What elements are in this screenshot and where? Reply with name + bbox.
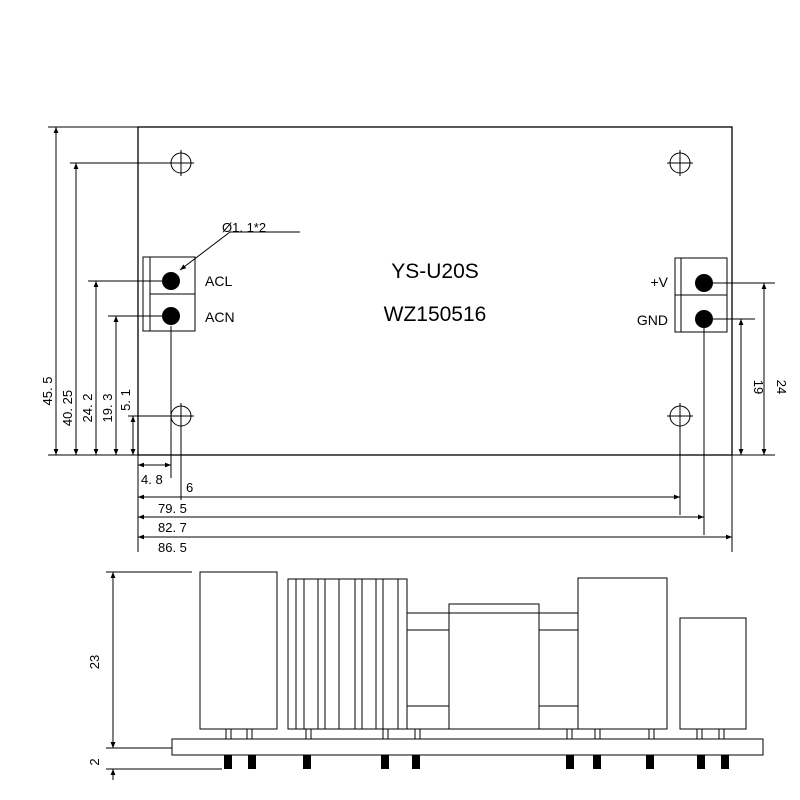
input-terminal-block xyxy=(142,256,196,332)
dim-right-pin-x: 82. 7 xyxy=(158,520,187,535)
pin-spec-label: Ø1. 1*2 xyxy=(222,220,266,235)
pcb-board xyxy=(171,738,764,756)
acn-label: ACN xyxy=(205,309,235,325)
dim-hole-offset: 5. 1 xyxy=(118,389,133,411)
acn-pin xyxy=(162,307,180,325)
acl-pin xyxy=(162,272,180,290)
dim-left-hole-x: 6 xyxy=(186,480,193,495)
component-small-block xyxy=(679,617,747,730)
dim-left-pin-x: 4. 8 xyxy=(141,472,163,487)
top-view: ACL ACN +V GND Ø1. 1*2 YS-U20S WZ150516 xyxy=(137,126,733,456)
mounting-hole-top-right xyxy=(667,150,693,176)
mounting-hole-bottom-right xyxy=(667,403,693,429)
gnd-pin xyxy=(695,310,713,328)
bottom-pins xyxy=(224,755,729,769)
component-right-block xyxy=(577,577,668,730)
dim-right-hole-x: 79. 5 xyxy=(158,501,187,516)
dim-total-height: 45. 5 xyxy=(40,377,55,406)
bottom-dimensions: 4. 8 6 79. 5 82. 7 86. 5 xyxy=(137,326,733,555)
board-outline xyxy=(137,126,733,456)
dim-acl-height: 24. 2 xyxy=(80,394,95,423)
dim-component-height: 23 xyxy=(87,655,102,669)
left-dimensions: 45. 5 40. 25 24. 2 19. 3 5. 1 xyxy=(40,126,168,456)
dim-total-width: 86. 5 xyxy=(158,540,187,555)
gnd-label: GND xyxy=(637,312,668,328)
plus-v-pin xyxy=(695,274,713,292)
heatsink xyxy=(287,578,408,730)
component-left-block xyxy=(199,571,278,730)
plus-v-label: +V xyxy=(650,274,668,290)
output-terminal-block xyxy=(674,257,728,333)
dim-acn-height: 19. 3 xyxy=(100,394,115,423)
acl-label: ACL xyxy=(205,273,232,289)
model-label: YS-U20S xyxy=(391,260,479,283)
side-view: 23 2 xyxy=(87,571,764,780)
dim-hole-spacing: 40. 25 xyxy=(60,390,75,426)
right-dimensions: 19 24 xyxy=(713,282,789,456)
transformer xyxy=(406,603,579,730)
dim-pin-length: 2 xyxy=(87,758,102,765)
component-leads xyxy=(225,728,725,740)
dim-plus-v-height: 24 xyxy=(774,380,789,394)
mounting-hole-bottom-left xyxy=(168,403,194,429)
code-label: WZ150516 xyxy=(384,303,487,326)
mounting-hole-top-left xyxy=(168,150,194,176)
